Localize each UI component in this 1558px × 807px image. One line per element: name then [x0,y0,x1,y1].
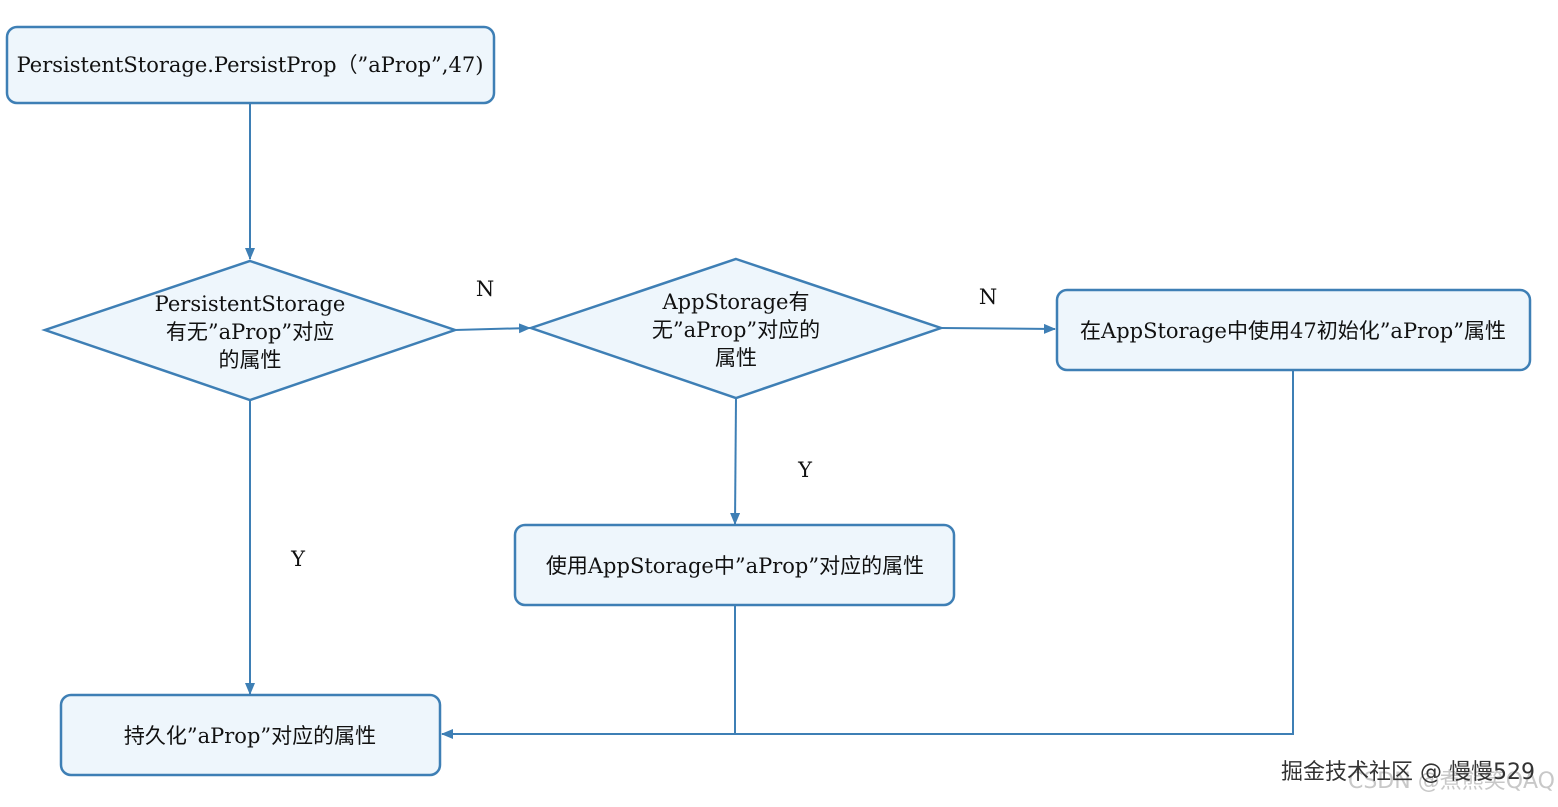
label-appstorage-yes: Y [797,458,813,482]
appstorage-decision-line-2: 无”aProp”对应的 [652,318,820,342]
persist-box [59,693,442,777]
edge-check-persistent-no [454,323,531,334]
persistent-decision-line-3: 的属性 [219,348,282,372]
label-persistent-yes: Y [290,547,306,571]
label-persistent-no: N [476,277,494,301]
edge-check-appstorage-no [940,323,1056,334]
start-box-label: PersistentStorage.PersistProp（”aProp”,47… [17,53,484,77]
watermark-faded: CSDN @煮熊笑QAQ [1348,769,1555,794]
persist-label: 持久化”aProp”对应的属性 [124,724,376,748]
appstorage-decision-line-3: 属性 [715,346,757,370]
persistent-decision-line-2: 有无”aProp”对应 [166,320,334,344]
start-box [5,25,496,105]
persistent-decision-line-1: PersistentStorage [155,292,346,316]
watermark-main: 掘金技术社区 @ 慢慢529 [1281,760,1535,785]
appstorage-decision-line-1: AppStorage有 [662,290,810,314]
label-appstorage-no: N [979,285,997,309]
persistent-storage-decision [41,259,459,402]
edge-check-appstorage-yes [730,397,741,525]
use-appstorage-label: 使用AppStorage中”aProp”对应的属性 [546,554,924,578]
edge-init-to-persist [441,371,1294,739]
use-appstorage-box [513,523,956,607]
init-appstorage-label: 在AppStorage中使用47初始化”aProp”属性 [1080,319,1506,343]
appstorage-decision [527,257,945,400]
init-appstorage-box [1055,288,1532,372]
